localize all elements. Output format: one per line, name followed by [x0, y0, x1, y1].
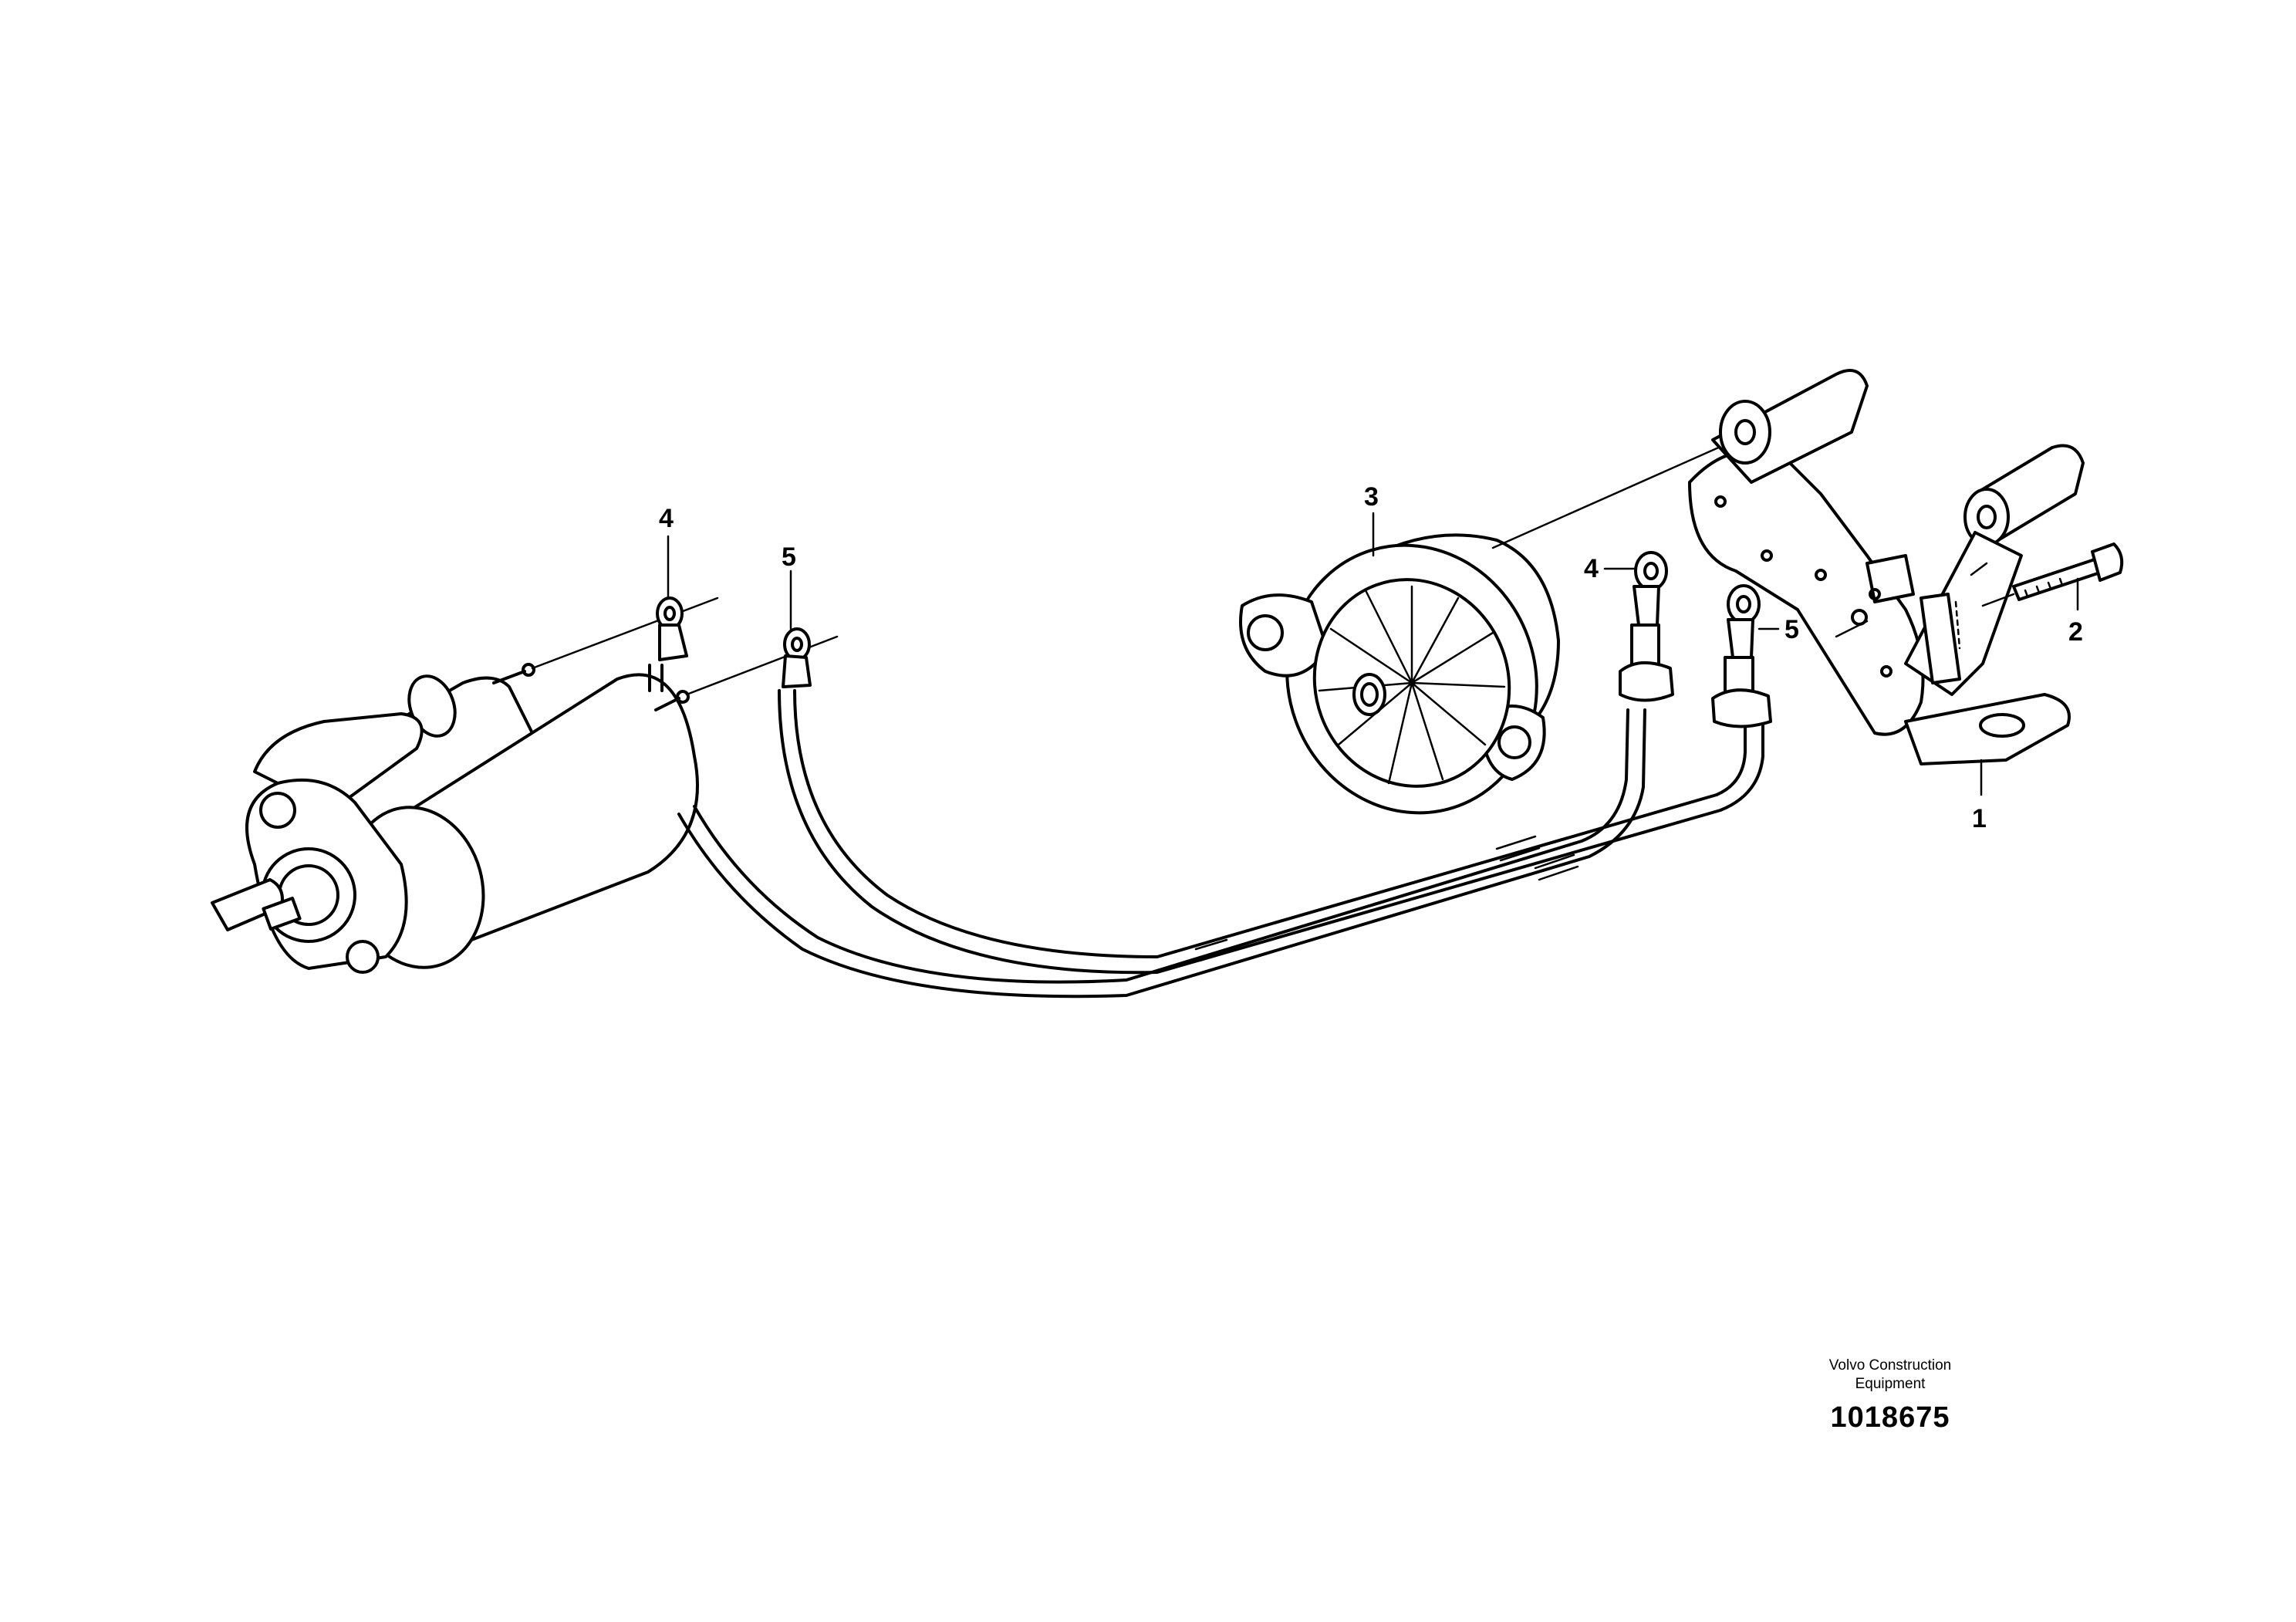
callout-labels: 4 5 3 4 5 2 1 [659, 482, 2083, 833]
cable-lug-4-starter [648, 596, 688, 692]
callout-leaders [667, 512, 2079, 796]
callout-4-starter: 4 [659, 504, 674, 533]
callout-1-bracket: 1 [1972, 804, 1987, 833]
cable-terminal-5-alternator [1711, 584, 1772, 728]
callout-4-alternator: 4 [1584, 554, 1599, 583]
cables [677, 689, 1764, 999]
cable-terminal-4-alternator [1619, 551, 1674, 702]
drawing-footer: Volvo Construction Equipment 1018675 [1744, 1357, 2037, 1434]
company-name-line2: Equipment [1855, 1376, 1926, 1392]
alternator [1239, 438, 1737, 815]
cable-lug-5-starter [782, 627, 812, 688]
starter-motor [211, 596, 839, 974]
callout-3-alternator: 3 [1364, 482, 1379, 512]
alternator-bracket [1688, 369, 2085, 765]
callout-2-bolt: 2 [2068, 617, 2083, 647]
bolt [1981, 542, 2124, 607]
callout-5-starter: 5 [782, 542, 796, 572]
drawing-number: 1018675 [1830, 1401, 1950, 1434]
callout-5-alternator: 5 [1784, 615, 1799, 644]
company-name-line1: Volvo Construction [1828, 1357, 1952, 1374]
